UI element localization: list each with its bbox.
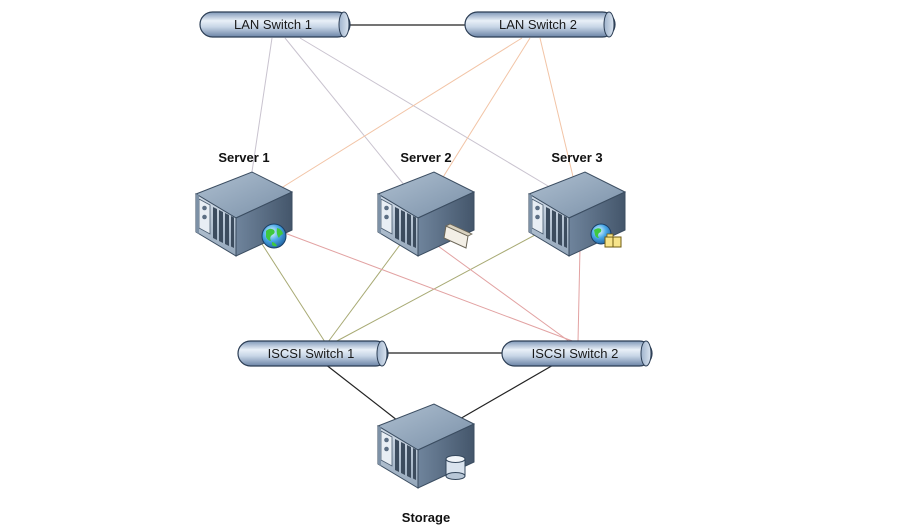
lan-switch-2-label: LAN Switch 2	[499, 17, 577, 32]
server-2: Server 2	[377, 150, 475, 257]
link-lan1-server3	[299, 37, 549, 187]
globe-icon	[261, 223, 287, 249]
link-iscsi1-server1	[261, 243, 326, 343]
server-1-label: Server 1	[218, 150, 269, 165]
link-lan1-server2	[284, 37, 406, 187]
link-iscsi1-server2	[327, 233, 409, 343]
server-1: Server 1	[195, 150, 293, 257]
globe-folder-icon	[590, 223, 622, 248]
storage: Storage	[377, 403, 475, 525]
storage-label: Storage	[402, 510, 450, 525]
connections	[249, 24, 581, 425]
iscsi-switch-1: ISCSI Switch 1	[237, 340, 389, 367]
link-iscsi2-server3	[577, 247, 581, 343]
server-3-label: Server 3	[551, 150, 602, 165]
iscsi-switch-2: ISCSI Switch 2	[501, 340, 653, 367]
server-3: Server 3	[528, 150, 626, 257]
link-lan2-server3	[539, 37, 576, 186]
lan-switch-1: LAN Switch 1	[199, 11, 351, 38]
link-iscsi2-server2	[437, 245, 571, 343]
iscsi-switch-1-label: ISCSI Switch 1	[268, 346, 355, 361]
link-iscsi1-server3	[334, 227, 549, 343]
database-icon	[445, 455, 466, 480]
lan-switch-2: LAN Switch 2	[464, 11, 616, 38]
link-iscsi1-storage	[324, 363, 403, 425]
link-iscsi2-server1	[281, 231, 576, 343]
network-card-icon	[443, 223, 473, 249]
lan-switch-1-label: LAN Switch 1	[234, 17, 312, 32]
server-2-label: Server 2	[400, 150, 451, 165]
link-lan2-server2	[434, 37, 531, 191]
link-iscsi2-storage	[457, 363, 556, 421]
link-lan1-server1	[249, 37, 273, 186]
iscsi-switch-2-label: ISCSI Switch 2	[532, 346, 619, 361]
link-lan2-server1	[269, 37, 523, 196]
